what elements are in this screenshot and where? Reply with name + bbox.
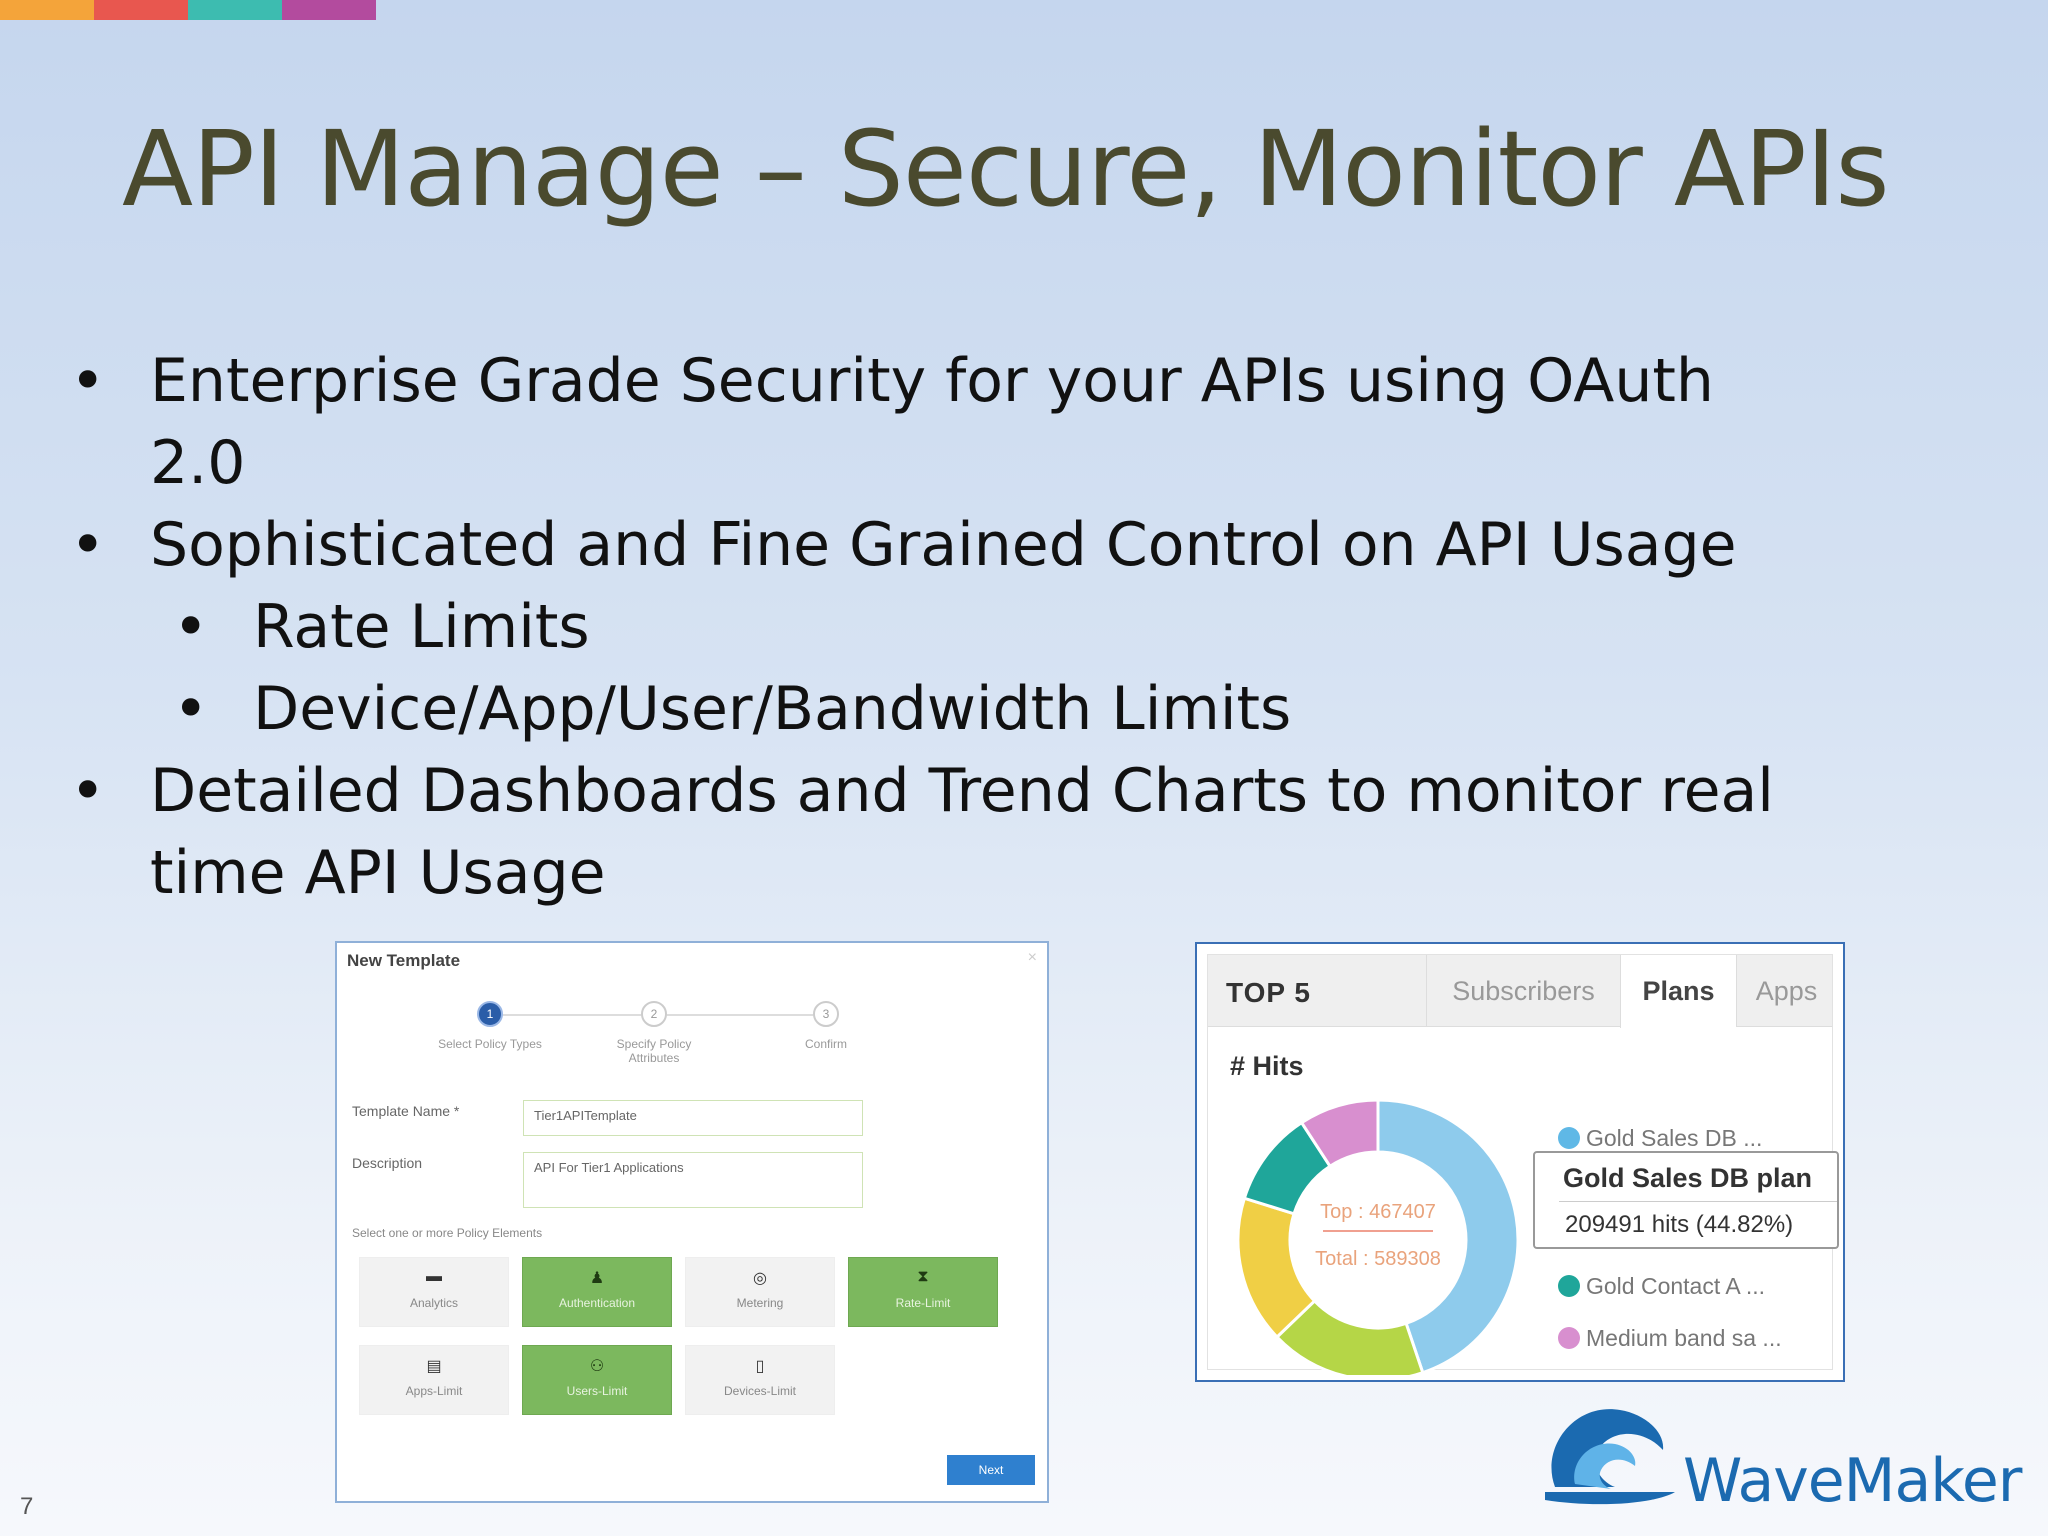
metric-label: # Hits bbox=[1230, 1051, 1304, 1081]
accent-teal bbox=[188, 0, 282, 20]
wizard-step-2[interactable]: 2 bbox=[641, 1001, 667, 1027]
user-icon: ♟ bbox=[589, 1270, 605, 1287]
legend-item[interactable]: Gold Sales DB ... bbox=[1558, 1125, 1762, 1152]
tile-analytics[interactable]: ▬ Analytics bbox=[359, 1257, 509, 1327]
hourglass-icon: ⧗ bbox=[917, 1268, 929, 1285]
tile-label: Metering bbox=[736, 1296, 784, 1310]
legend-label: Gold Sales DB ... bbox=[1586, 1125, 1763, 1151]
page-number: 7 bbox=[20, 1493, 34, 1520]
bullet-line: time API Usage bbox=[150, 838, 606, 908]
legend-label: Gold Contact A ... bbox=[1586, 1273, 1765, 1299]
center-total-text: Total : 589308 bbox=[1315, 1248, 1441, 1270]
hits-donut-chart: Top : 467407 Total : 589308 bbox=[1236, 1098, 1520, 1375]
accent-orange bbox=[0, 0, 94, 20]
tile-label: Users-Limit bbox=[566, 1384, 628, 1398]
donut-slice-5[interactable] bbox=[1299, 1098, 1380, 1169]
tab-subscribers[interactable]: Subscribers bbox=[1426, 955, 1620, 1027]
wizard-steps: 1 2 3 Select Policy Types Specify Policy… bbox=[438, 1001, 897, 1071]
tile-users-limit[interactable]: ⚇ Users-Limit bbox=[522, 1345, 672, 1415]
wizard-line bbox=[667, 1014, 813, 1016]
accent-red bbox=[94, 0, 188, 20]
wizard-step-label: Confirm bbox=[804, 1037, 847, 1051]
slide-title: API Manage – Secure, Monitor APIs bbox=[122, 108, 1890, 230]
wizard-step-3[interactable]: 3 bbox=[813, 1001, 839, 1027]
tile-rate-limit[interactable]: ⧗ Rate-Limit bbox=[848, 1257, 998, 1327]
tile-label: Rate-Limit bbox=[895, 1296, 951, 1310]
wave-logo-icon bbox=[1545, 1409, 1675, 1505]
top5-inner: TOP 5 Subscribers Plans Apps # Hits Top … bbox=[1207, 954, 1839, 1375]
panel-title: New Template bbox=[347, 951, 461, 970]
legend-dot bbox=[1558, 1275, 1580, 1297]
analytics-icon: ▬ bbox=[426, 1268, 442, 1285]
donut-slice-1[interactable] bbox=[1376, 1098, 1520, 1375]
legend-item[interactable]: Gold Contact A ... bbox=[1558, 1273, 1765, 1300]
legend-item[interactable]: Medium band sa ... bbox=[1558, 1325, 1782, 1352]
bullet-item: Enterprise Grade Security for your APIs … bbox=[70, 340, 1790, 504]
description-textarea[interactable]: API For Tier1 Applications bbox=[523, 1152, 863, 1208]
tile-metering[interactable]: ◎ Metering bbox=[685, 1257, 835, 1327]
tooltip-value: 209491 hits (44.82%) bbox=[1565, 1211, 1794, 1238]
next-button[interactable]: Next bbox=[947, 1455, 1035, 1485]
policy-caption: Select one or more Policy Elements bbox=[352, 1226, 543, 1240]
tab-plans[interactable]: Plans bbox=[1620, 955, 1736, 1028]
device-icon: ▯ bbox=[755, 1358, 765, 1375]
bullet-item: Detailed Dashboards and Trend Charts to … bbox=[70, 750, 1790, 914]
sub-bullet-item: Device/App/User/Bandwidth Limits bbox=[70, 668, 1790, 750]
tooltip-title: Gold Sales DB plan bbox=[1563, 1163, 1813, 1193]
users-icon: ⚇ bbox=[589, 1358, 605, 1375]
tile-authentication[interactable]: ♟ Authentication bbox=[522, 1257, 672, 1327]
bullet-line: Detailed Dashboards and Trend Charts to … bbox=[150, 756, 1774, 826]
legend-dot bbox=[1558, 1127, 1580, 1149]
template-name-label: Template Name * bbox=[352, 1103, 460, 1119]
wizard-step-1[interactable]: 1 bbox=[477, 1001, 503, 1027]
sub-bullet-item: Rate Limits bbox=[70, 586, 1790, 668]
meter-icon: ◎ bbox=[753, 1270, 767, 1287]
apps-icon: ▤ bbox=[426, 1358, 442, 1375]
tab-bar: TOP 5 Subscribers Plans Apps bbox=[1208, 955, 1832, 1028]
wizard-line bbox=[503, 1014, 641, 1016]
tile-label: Analytics bbox=[409, 1296, 459, 1310]
tile-label: Devices-Limit bbox=[723, 1384, 796, 1398]
wizard-step-label: Select Policy Types bbox=[438, 1037, 542, 1051]
wizard-step-label: Specify Policy Attributes bbox=[616, 1037, 692, 1065]
top5-title: TOP 5 bbox=[1226, 977, 1311, 1008]
tile-label: Apps-Limit bbox=[405, 1384, 463, 1398]
top5-panel: TOP 5 Subscribers Plans Apps # Hits Top … bbox=[1195, 942, 1845, 1382]
legend-dot bbox=[1558, 1327, 1580, 1349]
close-icon[interactable]: × bbox=[1027, 949, 1037, 966]
tile-devices-limit[interactable]: ▯ Devices-Limit bbox=[685, 1345, 835, 1415]
center-top-text: Top : 467407 bbox=[1320, 1201, 1436, 1223]
logo-text: WaveMaker bbox=[1683, 1446, 2022, 1516]
bullet-list: Enterprise Grade Security for your APIs … bbox=[70, 340, 1790, 914]
wavemaker-logo: WaveMaker bbox=[1535, 1392, 2022, 1516]
new-template-panel: New Template × 1 2 3 Select Policy Types… bbox=[335, 941, 1049, 1503]
tile-label: Authentication bbox=[558, 1296, 636, 1310]
tile-apps-limit[interactable]: ▤ Apps-Limit bbox=[359, 1345, 509, 1415]
chart-tooltip: Gold Sales DB plan 209491 hits (44.82%) bbox=[1533, 1151, 1839, 1249]
accent-bar bbox=[0, 0, 376, 20]
tab-apps[interactable]: Apps bbox=[1736, 955, 1836, 1027]
tooltip-divider bbox=[1559, 1201, 1837, 1202]
description-label: Description bbox=[352, 1155, 423, 1171]
legend-label: Medium band sa ... bbox=[1586, 1325, 1782, 1351]
template-name-input[interactable]: Tier1APITemplate bbox=[523, 1100, 863, 1136]
accent-purple bbox=[282, 0, 376, 20]
bullet-item: Sophisticated and Fine Grained Control o… bbox=[70, 504, 1790, 586]
